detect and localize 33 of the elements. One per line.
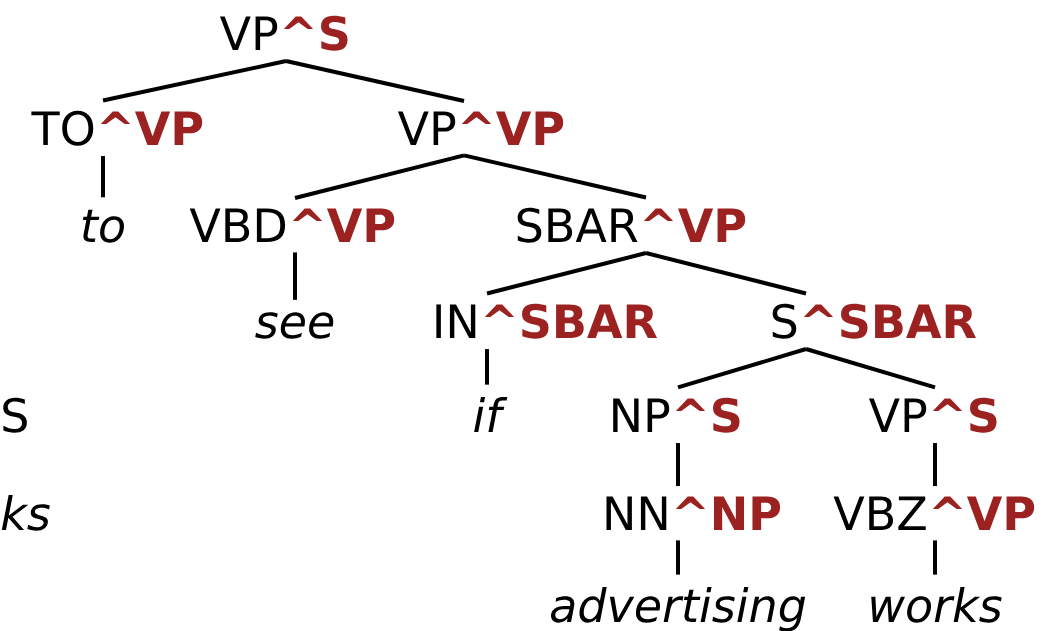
tree-branch (294, 153, 465, 200)
category-label: TO ^VP (31, 110, 203, 146)
word-label: works (871, 587, 1002, 623)
category-label: VP^S (868, 397, 997, 433)
tree-branch (933, 540, 937, 575)
category-label: S ^SBAR (772, 303, 977, 339)
tree-branch (676, 443, 680, 487)
category-label: IN ^SBAR (436, 303, 658, 339)
category-label: VP^VP (397, 111, 564, 145)
tree-branch (933, 443, 937, 487)
tree-branch (485, 349, 489, 385)
tree-branch (293, 252, 297, 300)
tree-branch (677, 347, 807, 390)
word-label: if (474, 397, 508, 432)
category-label: VBD ^VP (189, 208, 395, 242)
category-label: NN ^NP (606, 496, 781, 530)
tree-branch (805, 347, 936, 390)
word-label: advertising (551, 587, 806, 631)
category-label: NP^S (613, 397, 740, 433)
tree-branch (645, 251, 807, 296)
word-label: see (255, 312, 334, 339)
tree-branch (486, 251, 647, 296)
tree-branch (463, 153, 647, 200)
category-label: VP^S (219, 15, 348, 51)
tree-branch (101, 156, 105, 198)
category-label: VBZ^VP (833, 496, 1035, 530)
category-label: SBAR^VP (517, 207, 746, 243)
tree-branch (102, 59, 287, 103)
text-label: ks (1, 495, 50, 531)
tree-branch (285, 59, 465, 103)
text-label: S (3, 397, 27, 433)
tree-branch (676, 540, 680, 575)
word-label: to (82, 209, 124, 243)
